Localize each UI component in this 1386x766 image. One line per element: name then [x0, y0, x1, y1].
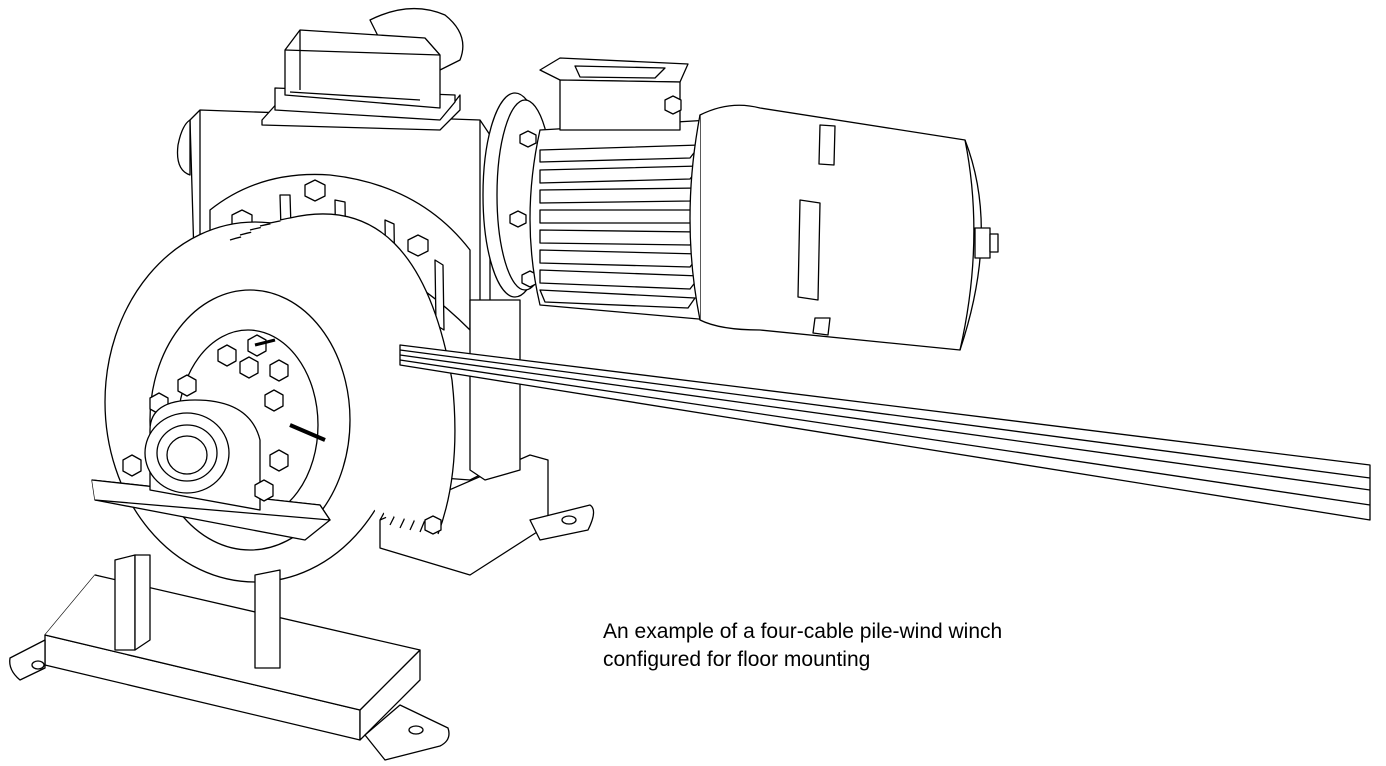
figure-caption: An example of a four-cable pile-wind win… — [603, 618, 1303, 674]
caption-line-2: configured for floor mounting — [603, 648, 871, 671]
pillow-block-bearing — [92, 400, 441, 668]
caption-line-1: An example of a four-cable pile-wind win… — [603, 620, 1003, 643]
motor-fan-cover — [690, 105, 998, 350]
base-frame — [10, 455, 594, 760]
hub-bolts — [150, 335, 325, 471]
electric-motor — [530, 58, 710, 320]
cables — [400, 345, 1370, 520]
junction-box — [262, 30, 460, 130]
